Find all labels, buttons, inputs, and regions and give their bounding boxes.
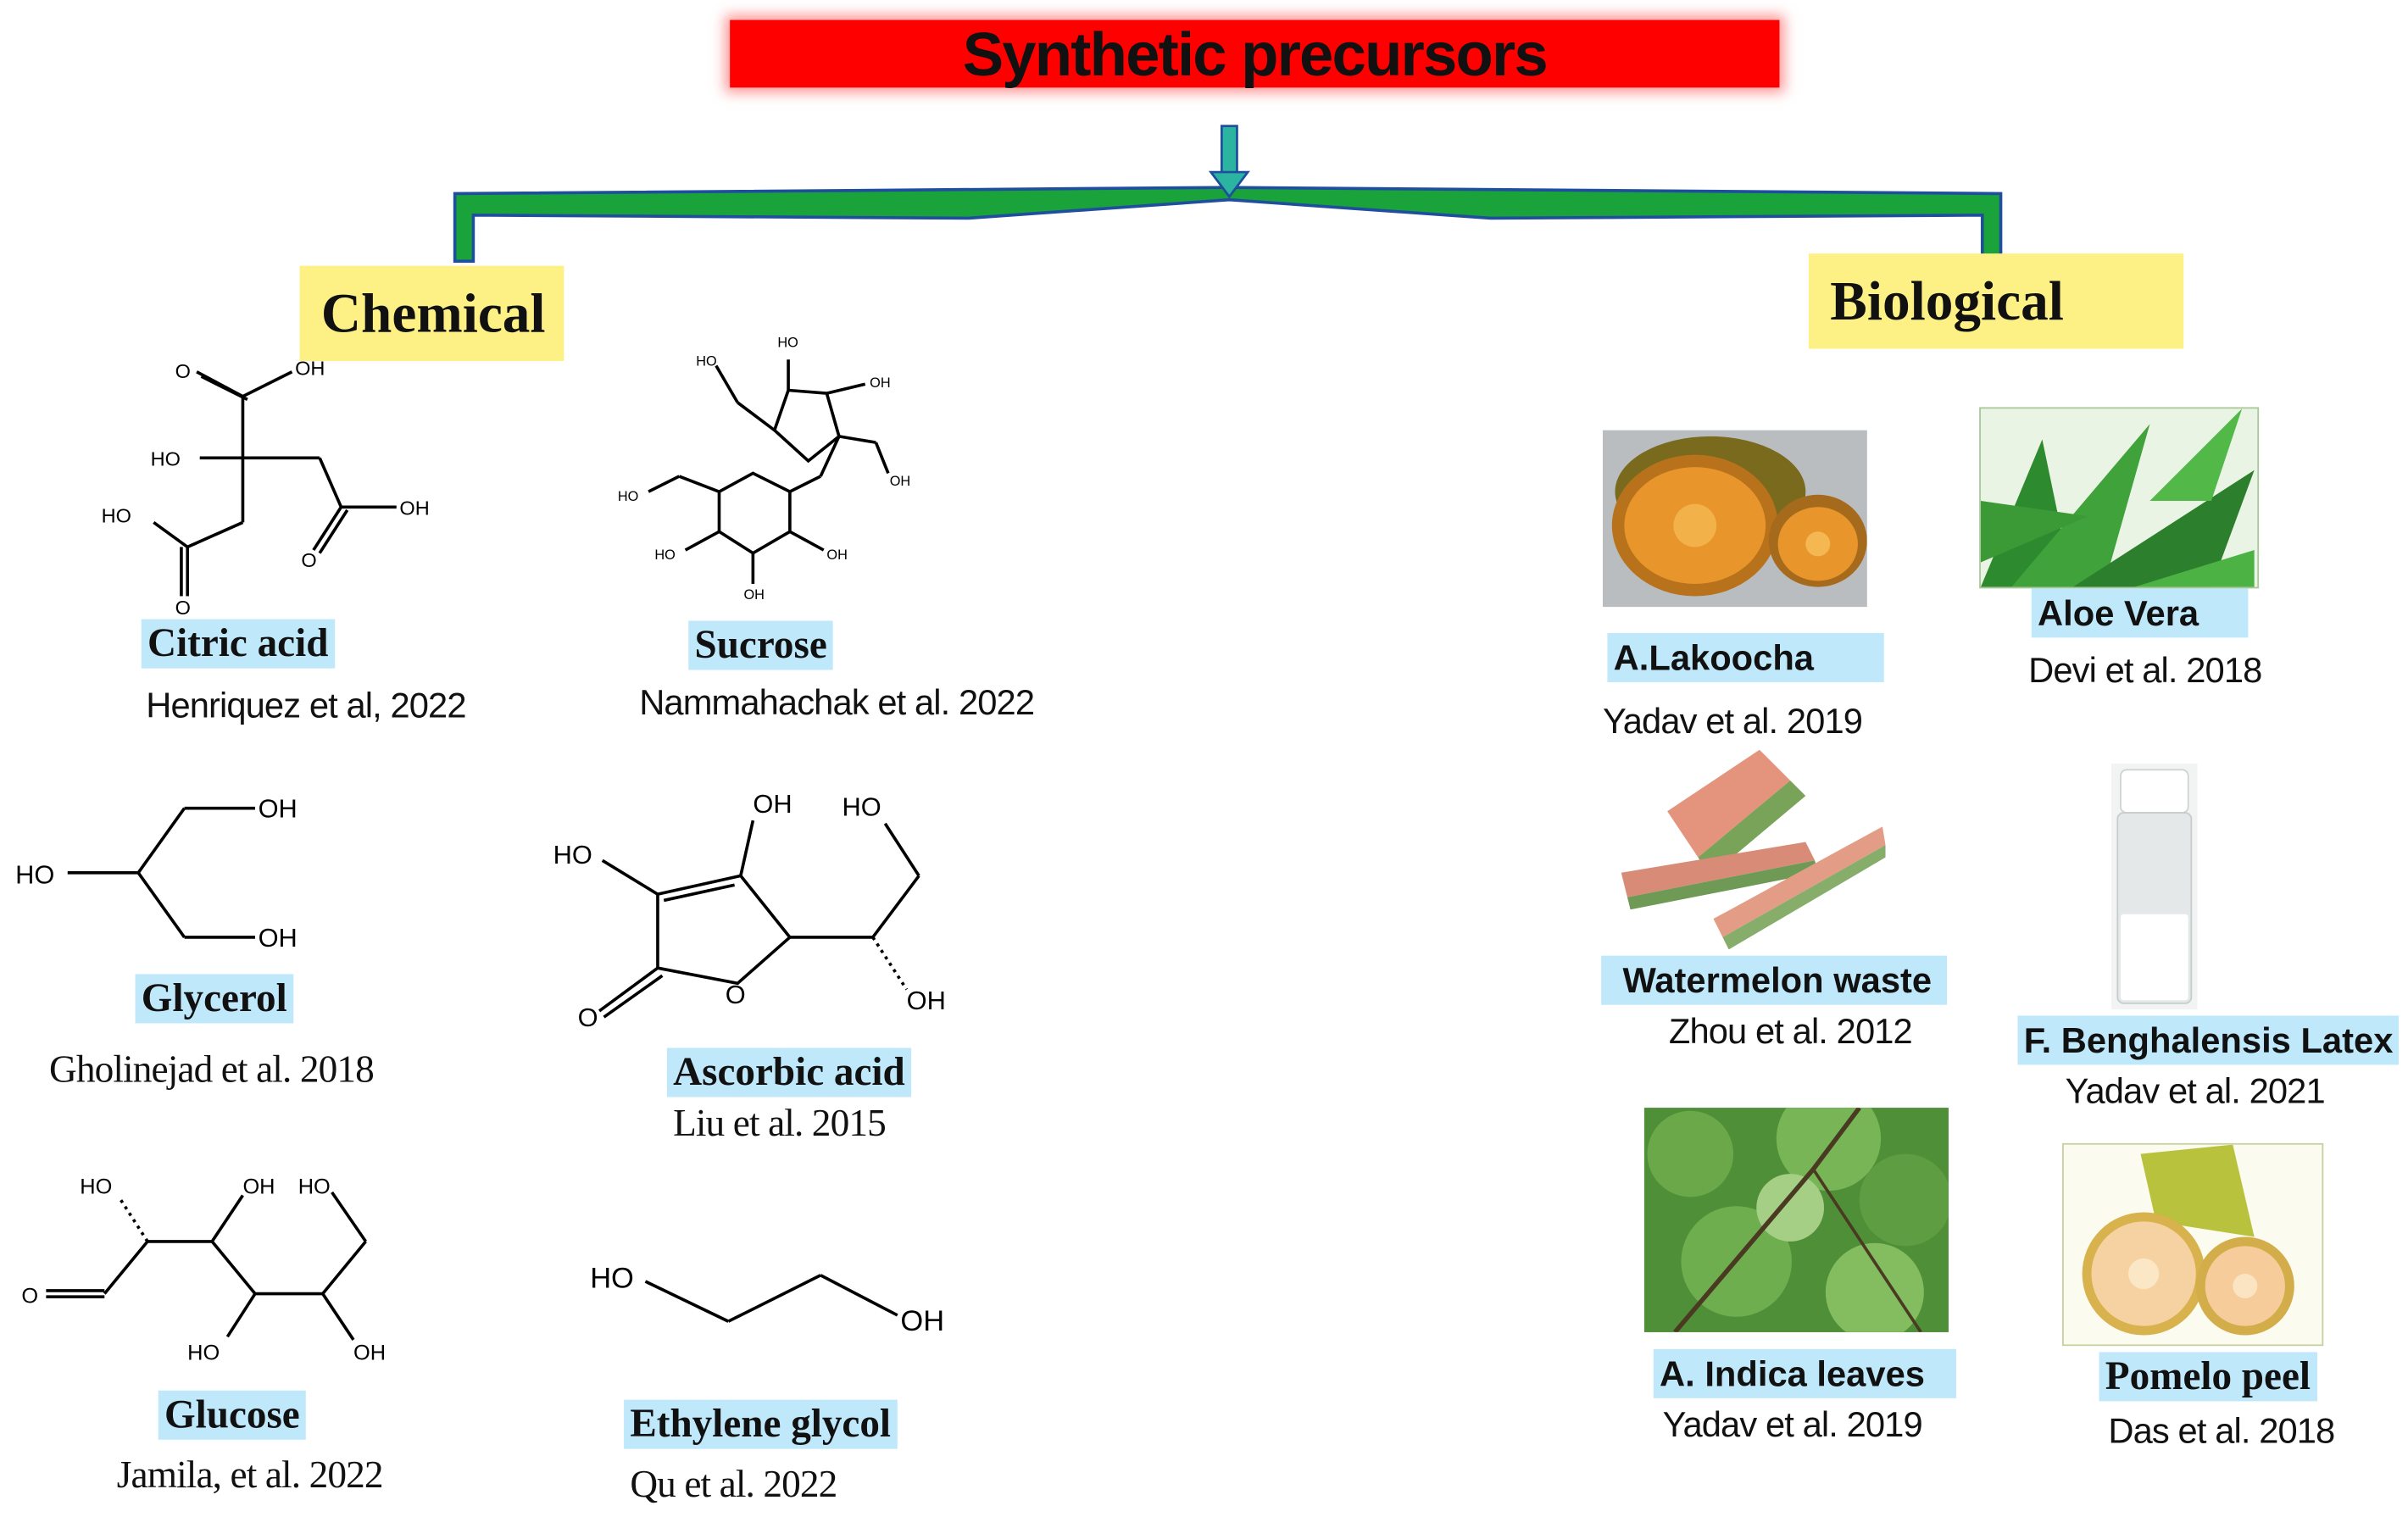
branch-bracket (453, 186, 2003, 264)
ascorbic-acid-structure: HO OH HO O O OH (553, 789, 946, 1032)
down-arrow-icon (1208, 170, 1250, 199)
glucose-structure: O HO OH HO HO OH (21, 1175, 386, 1365)
atom-label: HO (80, 1175, 112, 1199)
atom-label: OH (295, 357, 325, 379)
atom-label: OH (399, 497, 429, 519)
atom-label: OH (890, 474, 910, 489)
atom-label: HO (590, 1262, 634, 1294)
chemical-reference: Henriquez et al, 2022 (146, 685, 466, 725)
atom-label: O (21, 1284, 38, 1308)
biological-name-label: Aloe Vera (2031, 588, 2249, 638)
chemical-reference: Gholinejad et al. 2018 (49, 1049, 375, 1092)
atom-label: OH (259, 923, 298, 953)
indica-leaves-image (1643, 1108, 1949, 1332)
chemical-name-label: Sucrose (688, 620, 834, 670)
title-banner (730, 19, 1780, 88)
atom-label: HO (151, 447, 181, 470)
glycerol-structure: HO OH OH (15, 794, 298, 953)
chemical-reference: Qu et al. 2022 (630, 1464, 837, 1506)
biological-name-label: Pomelo peel (2099, 1352, 2317, 1402)
atom-label: HO (696, 353, 716, 369)
branch-label-chemical: Chemical (299, 265, 564, 362)
ethylene-glycol-structure: HO OH (590, 1262, 944, 1337)
chemical-reference: Liu et al. 2015 (673, 1103, 887, 1145)
latex-bottle-image (2111, 764, 2198, 1010)
atom-label: O (301, 549, 316, 571)
atom-label: O (726, 980, 746, 1009)
atom-label: OH (242, 1175, 275, 1199)
down-arrow-shaft (1220, 125, 1238, 177)
biological-reference: Das et al. 2018 (2108, 1410, 2335, 1451)
chemical-reference: Nammahachak et al. 2022 (639, 681, 1035, 723)
sucrose-structure: HO HO OH OH HO HO OH OH (618, 336, 910, 603)
atom-label: HO (843, 792, 881, 822)
chemical-name-label: Citric acid (141, 619, 335, 669)
biological-name-label: A. Indica leaves (1653, 1348, 1956, 1398)
atom-label: OH (259, 794, 298, 824)
pomelo-peel-image (2062, 1142, 2324, 1347)
atom-label: OH (826, 547, 847, 563)
biological-reference: Devi et al. 2018 (2028, 649, 2262, 691)
aloe-vera-image (1979, 407, 2260, 589)
watermelon-waste-image (1621, 749, 1886, 950)
atom-label: O (175, 597, 191, 619)
page-title: Synthetic precursors (962, 21, 1549, 90)
branch-label-biological: Biological (1808, 253, 2184, 349)
biological-reference: Yadav et al. 2019 (1662, 1404, 1923, 1445)
atom-label: OH (753, 789, 792, 819)
biological-name-label: A.Lakoocha (1607, 632, 1885, 682)
atom-label: HO (654, 547, 675, 563)
branch-connector (453, 125, 2003, 264)
atom-label: OH (353, 1342, 386, 1365)
atom-label: HO (187, 1342, 220, 1365)
biological-reference: Yadav et al. 2019 (1602, 700, 1863, 741)
biological-reference: Yadav et al. 2021 (2065, 1070, 2326, 1111)
atom-label: OH (870, 375, 890, 391)
lakoocha-fruit-image (1602, 430, 1867, 608)
chemical-name-label: Glycerol (135, 974, 293, 1024)
biological-name-label: F. Benghalensis Latex (2017, 1015, 2400, 1065)
atom-label: HO (298, 1175, 331, 1199)
biological-reference: Zhou et al. 2012 (1668, 1010, 1913, 1052)
chemical-name-label: Glucose (158, 1390, 306, 1440)
citric-acid-structure: O OH HO HO OH O O (102, 357, 430, 619)
atom-label: O (578, 1003, 598, 1032)
biological-name-label: Watermelon waste (1601, 955, 1948, 1005)
atom-label: HO (618, 489, 638, 504)
atom-label: HO (777, 336, 798, 351)
atom-label: OH (907, 986, 946, 1015)
atom-label: O (175, 360, 191, 382)
chemical-name-label: Ascorbic acid (666, 1047, 911, 1097)
chemical-reference: Jamila, et al. 2022 (116, 1454, 384, 1497)
atom-label: OH (743, 587, 764, 603)
atom-label: HO (15, 859, 54, 889)
atom-label: OH (900, 1305, 944, 1337)
atom-label: HO (102, 504, 131, 526)
atom-label: HO (553, 840, 592, 870)
chemical-name-label: Ethylene glycol (624, 1399, 898, 1449)
